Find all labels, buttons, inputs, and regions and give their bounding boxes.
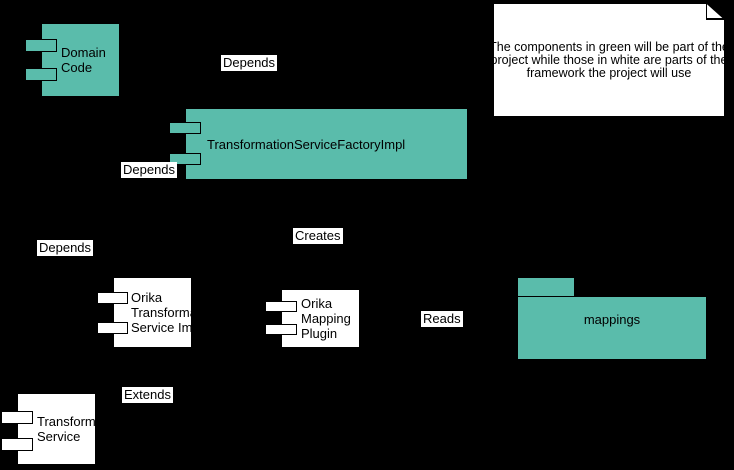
component-transformation-service: Transformation Service	[17, 393, 96, 465]
note-text: The components in green will be part of …	[489, 39, 729, 80]
edge-label-depends-left: Depends	[37, 240, 94, 256]
component-label: Domain Code	[61, 45, 106, 75]
component-tab-icon	[1, 411, 33, 424]
component-tab-icon	[169, 122, 201, 134]
component-domain-code: Domain Code	[41, 23, 120, 97]
edge-label-depends-mid: Depends	[121, 162, 178, 178]
component-label: TransformationServiceFactoryImpl	[207, 136, 406, 152]
component-tab-icon	[1, 438, 33, 451]
component-label: Orika Transformation Service Impl	[131, 290, 192, 335]
note: The components in green will be part of …	[489, 2, 729, 118]
component-tab-icon	[25, 68, 57, 81]
package-folder-tab-icon	[517, 277, 575, 297]
component-orika-transformation-service-impl: Orika Transformation Service Impl	[113, 277, 192, 348]
folded-corner-icon	[706, 2, 726, 20]
component-tab-icon	[97, 322, 128, 334]
component-tab-icon	[265, 324, 297, 335]
component-tab-icon	[25, 39, 57, 52]
component-label: Transformation Service	[37, 414, 96, 444]
package-label: mappings	[583, 312, 641, 327]
component-transformation-service-factory-impl: TransformationServiceFactoryImpl	[185, 108, 468, 180]
component-tab-icon	[265, 301, 297, 312]
edge-label-creates: Creates	[293, 228, 343, 244]
component-label: Orika Mapping Plugin	[301, 296, 351, 341]
component-tab-icon	[97, 292, 128, 304]
edge-label-reads: Reads	[421, 311, 463, 327]
component-orika-mapping-plugin: Orika Mapping Plugin	[281, 289, 360, 348]
edge-label-depends-top: Depends	[221, 55, 278, 71]
package-mappings: mappings	[517, 296, 707, 360]
edge-label-extends: Extends	[122, 387, 173, 403]
